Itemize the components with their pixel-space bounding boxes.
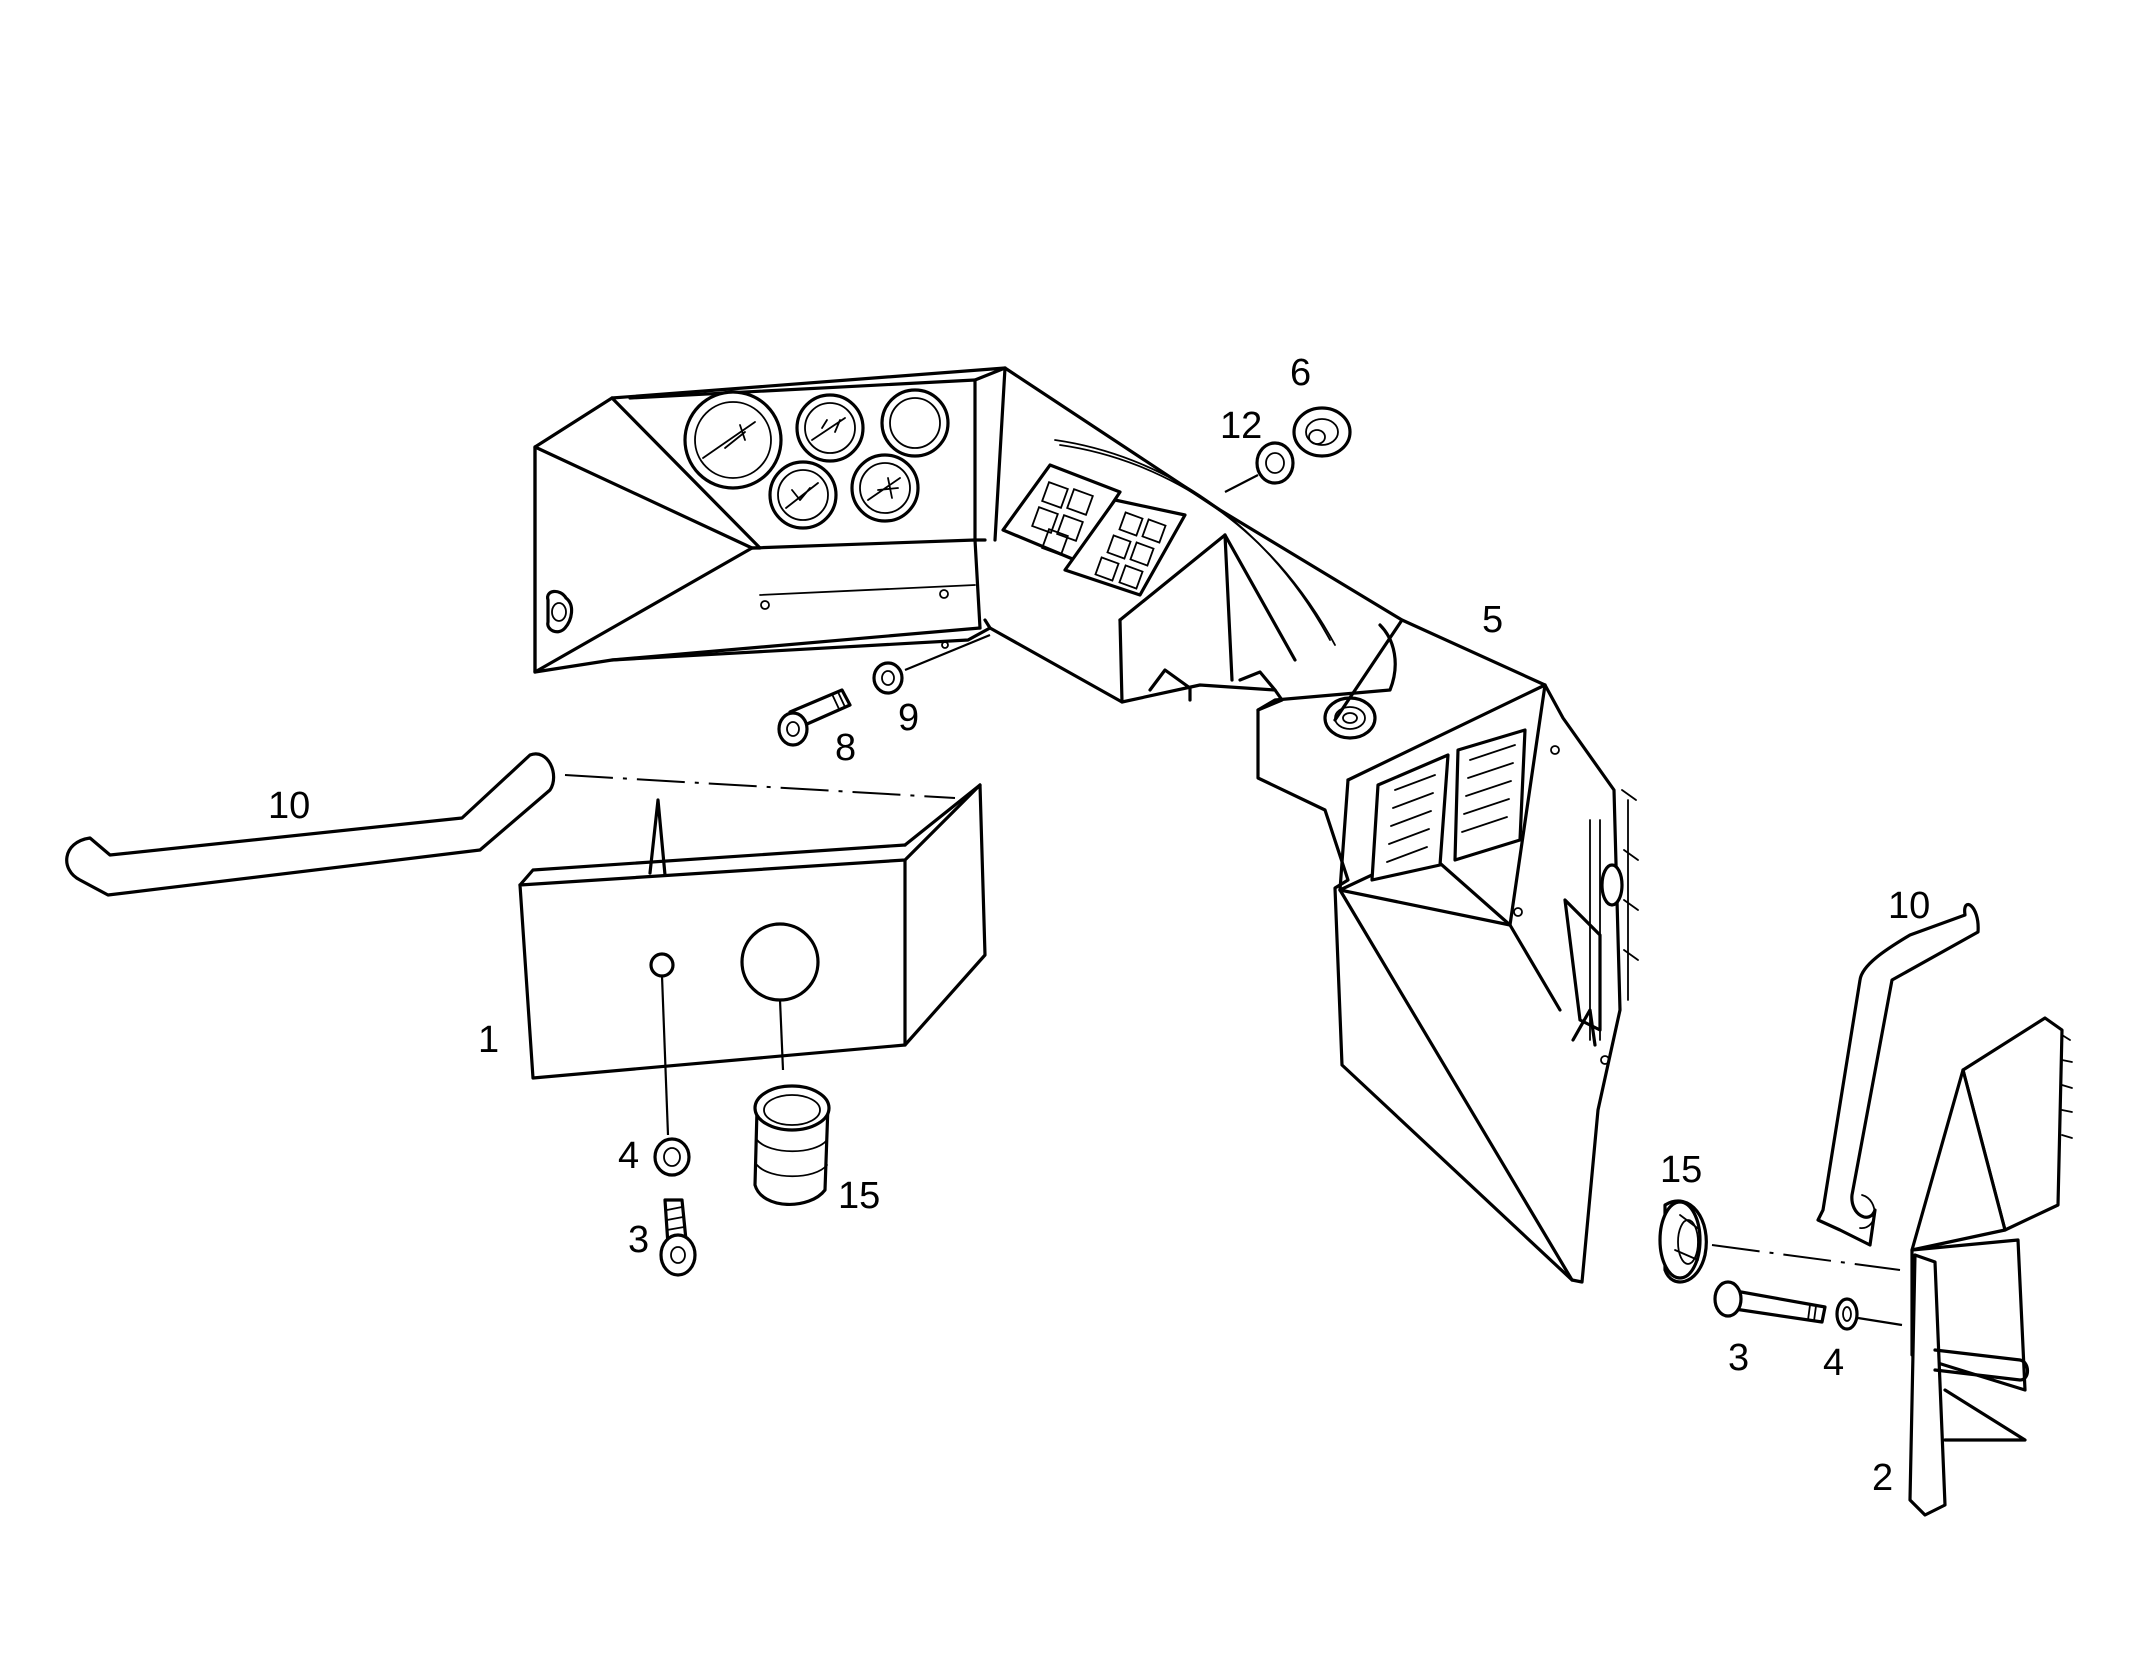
part-3-bolt-right	[1713, 1280, 1827, 1324]
part-9-washer	[872, 661, 904, 695]
leader-line-1-15	[778, 999, 785, 1071]
leader-line-12	[1224, 474, 1259, 493]
part-1-cover-panel	[518, 783, 987, 1080]
part-10-handle-right	[1816, 902, 1980, 1247]
center-line-top-left	[564, 774, 956, 799]
callout-part-8: 8	[835, 727, 856, 769]
callout-part-5: 5	[1482, 599, 1503, 641]
callout-part-3-left: 3	[628, 1219, 649, 1261]
dashboard-console	[533, 366, 1639, 1284]
part-10-handle-left	[65, 752, 556, 897]
callout-part-3-right: 3	[1728, 1337, 1749, 1379]
part-6-plug	[1292, 406, 1352, 458]
part-4-washer-right	[1835, 1297, 1859, 1331]
callout-part-10-left: 10	[268, 785, 310, 827]
part-4-washer-left	[653, 1137, 691, 1177]
callout-part-4-right: 4	[1823, 1342, 1844, 1384]
part-12-grommet	[1255, 441, 1295, 485]
callout-part-12: 12	[1220, 405, 1262, 447]
callout-part-9: 9	[898, 697, 919, 739]
callout-part-15-left: 15	[838, 1175, 880, 1217]
callout-part-1: 1	[478, 1019, 499, 1061]
callout-part-2: 2	[1872, 1457, 1893, 1499]
callout-part-10-right: 10	[1888, 885, 1930, 927]
center-line-right	[1711, 1244, 1901, 1271]
callout-part-6: 6	[1290, 352, 1311, 394]
part-3-bolt-left	[659, 1198, 697, 1277]
leader-line-9	[904, 633, 991, 672]
part-15-bushing-left	[753, 1084, 831, 1206]
part-8-bolt	[777, 688, 852, 747]
part-15-bushing-right	[1658, 1199, 1708, 1284]
callout-part-4-left: 4	[618, 1135, 639, 1177]
leader-line-right-4	[1857, 1316, 1903, 1327]
leader-line-1-4	[660, 975, 670, 1136]
part-2-cover-bracket	[1908, 1016, 2073, 1517]
callout-part-15-right: 15	[1660, 1149, 1702, 1191]
